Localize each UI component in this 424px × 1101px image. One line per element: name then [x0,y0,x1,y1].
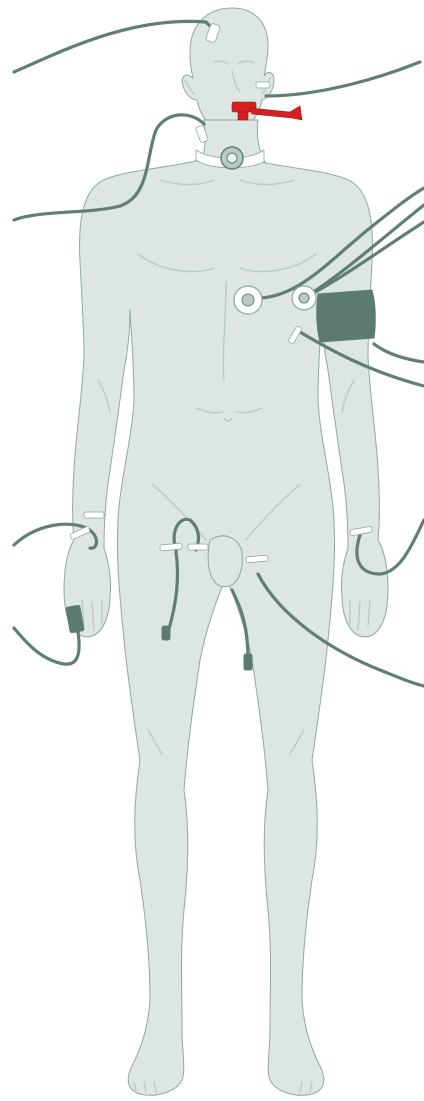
ecg-electrode-left [234,286,262,314]
ecg-electrode-right [292,286,316,310]
scalp-lead [14,21,214,72]
nasal-lead [266,62,420,96]
cuff-lead [374,344,424,362]
wrist-line-right [84,512,104,518]
nasal-cannula [256,82,270,88]
urinary-catheter [244,654,252,670]
connector [162,626,170,640]
blood-pressure-cuff [317,290,376,342]
oral-airway [232,102,302,120]
